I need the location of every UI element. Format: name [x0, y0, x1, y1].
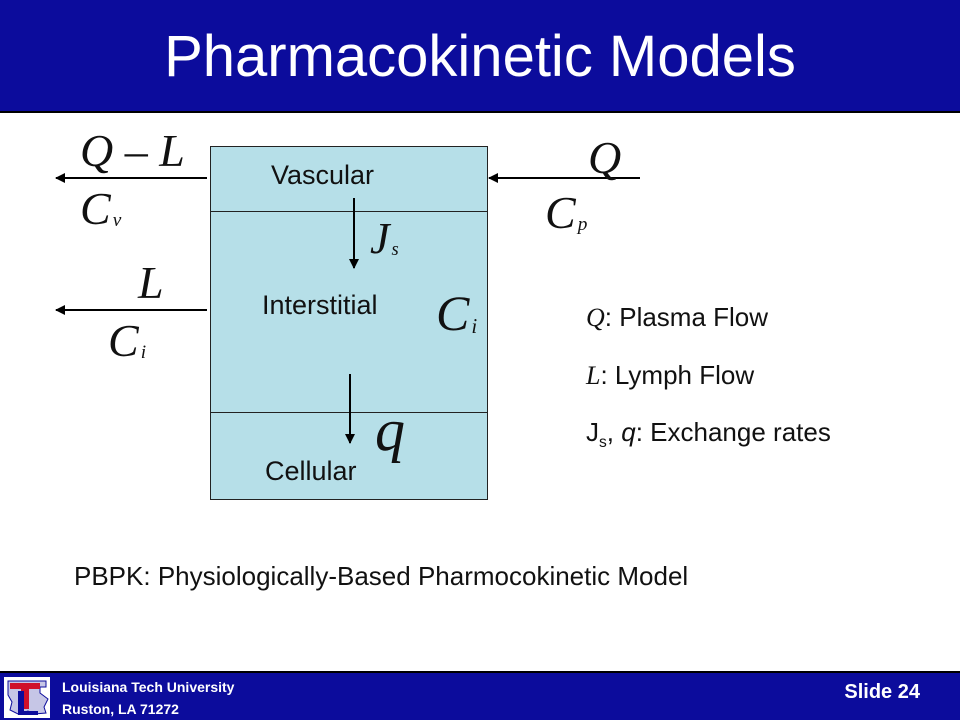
pbpk-caption: PBPK: Physiologically-Based Pharmocokine…: [74, 561, 689, 591]
outflow-q-minus-l: Q – L: [80, 125, 185, 176]
slide-number: Slide 24: [844, 681, 920, 703]
title-bar: Pharmacokinetic Models: [0, 0, 960, 113]
legend-l-symbol: L: [586, 361, 601, 390]
q-exchange-label: q: [375, 397, 405, 463]
louisiana-tech-logo: [4, 677, 50, 718]
slide-title: Pharmacokinetic Models: [164, 24, 796, 89]
footer-bar: Louisiana Tech University Ruston, LA 712…: [0, 671, 960, 720]
footer-address: Ruston, LA 71272: [62, 701, 179, 717]
footer-university: Louisiana Tech University: [62, 679, 235, 695]
interstitial-label: Interstitial: [262, 290, 378, 320]
legend-plasma-flow: Q: Plasma Flow: [586, 302, 769, 332]
cellular-label: Cellular: [265, 456, 357, 486]
legend-exchange-rates: Js, q: Exchange rates: [586, 417, 831, 452]
vascular-label: Vascular: [271, 160, 375, 190]
legend-q-symbol: Q: [586, 303, 605, 332]
ci-interstitial-label: Ci: [436, 285, 478, 341]
lymph-l: L: [138, 257, 164, 308]
legend-lymph-flow: L: Lymph Flow: [586, 360, 755, 390]
inflow-q: Q: [588, 132, 622, 183]
